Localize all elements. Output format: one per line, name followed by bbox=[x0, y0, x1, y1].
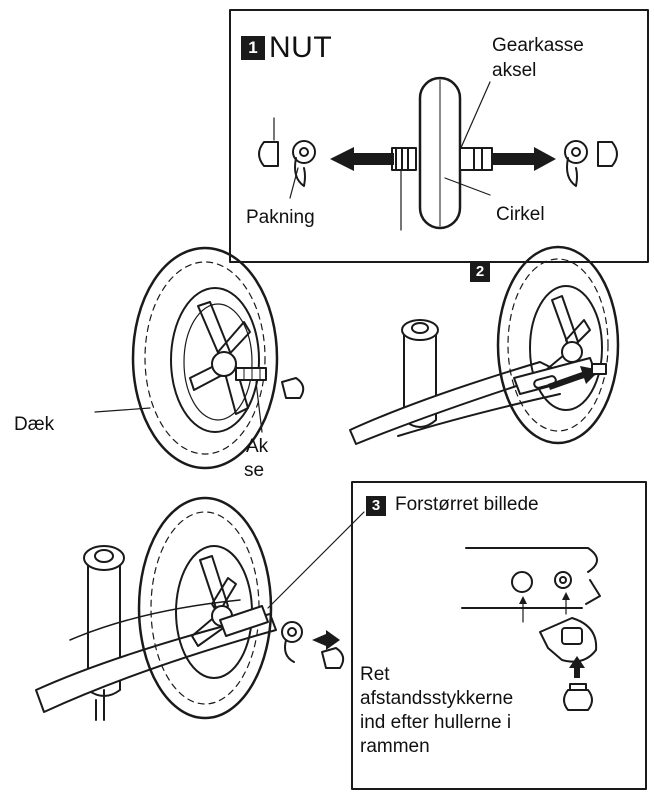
rim-pointer bbox=[444, 177, 491, 196]
nut-bottom bbox=[321, 647, 345, 669]
step3-title: Forstørret billede bbox=[395, 494, 539, 515]
step3-badge: 3 bbox=[366, 496, 386, 516]
axle-left bbox=[391, 147, 417, 231]
zoom-connector bbox=[267, 511, 365, 609]
step1-badge: 1 bbox=[241, 36, 265, 60]
frame-bottom-left bbox=[35, 545, 277, 721]
arrow-left bbox=[330, 147, 394, 171]
axle-label-line1: Ak bbox=[246, 436, 269, 457]
arrow-bottom bbox=[312, 630, 340, 650]
washer-label: Pakning bbox=[246, 207, 315, 228]
instruction-line1: Ret bbox=[360, 664, 390, 685]
step2-badge: 2 bbox=[470, 262, 490, 282]
instruction-line2: afstandsstykkerne bbox=[360, 688, 514, 709]
axle-label-line2: se bbox=[244, 460, 265, 481]
nut-left bbox=[258, 117, 279, 167]
gearbox-label-line2: aksel bbox=[492, 60, 537, 81]
tire-label: Dæk bbox=[14, 414, 55, 435]
wheel-left bbox=[94, 246, 305, 470]
wheel-bottom bbox=[137, 496, 273, 720]
instruction-line3: ind efter hullerne i bbox=[360, 712, 512, 733]
instruction-line4: rammen bbox=[360, 736, 430, 757]
step1-title: NUT bbox=[269, 31, 333, 64]
gearbox-pointer bbox=[459, 81, 491, 151]
step1-frame bbox=[229, 9, 649, 263]
rim-oval bbox=[418, 76, 462, 230]
nut-right bbox=[597, 141, 618, 167]
gearbox-label-line1: Gearkasse bbox=[492, 35, 584, 56]
enlarged-detail bbox=[461, 547, 601, 711]
rim-label: Cirkel bbox=[496, 204, 545, 225]
axle-right bbox=[459, 147, 556, 171]
washer-left bbox=[289, 140, 316, 199]
washer-right bbox=[564, 140, 588, 187]
washer-bottom bbox=[281, 621, 303, 663]
step3-frame bbox=[351, 481, 647, 790]
wheel-right bbox=[496, 245, 620, 445]
